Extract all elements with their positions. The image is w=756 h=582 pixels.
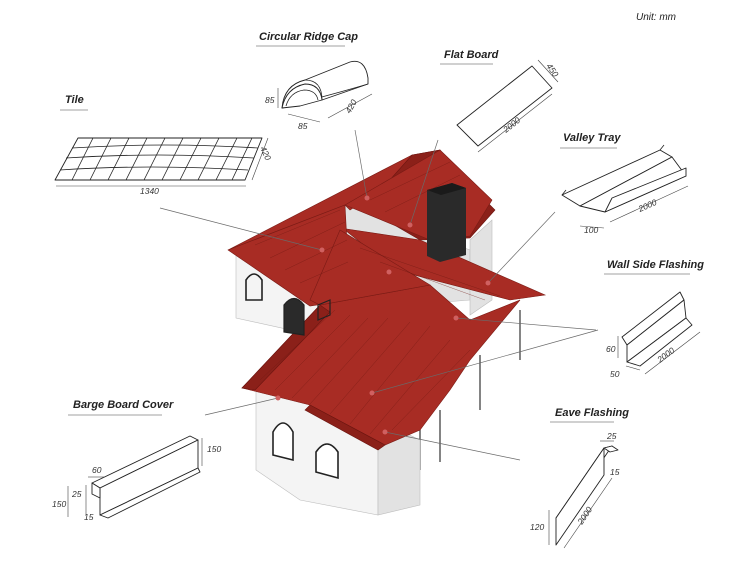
door [283,297,305,336]
dim-width: 450 [544,61,560,79]
ridge-cap-icon [281,60,369,109]
tile-icon [54,137,263,181]
dim-height-top: 60 [606,344,616,354]
flat-board-icon [456,65,553,147]
dim-lip: 15 [610,467,620,477]
part-title: Eave Flashing [555,407,629,419]
dim-height: 150 [52,499,66,509]
dim-lip: 25 [71,489,82,499]
dim-length: 1340 [140,186,159,196]
part-title: Circular Ridge Cap [259,31,358,43]
house-illustration [227,149,547,516]
window [272,422,294,462]
part-valley-tray: Valley Tray 100 2000 [560,132,689,235]
dim-width: 100 [584,225,598,235]
part-ridge-cap: Circular Ridge Cap 85 85 420 [256,31,373,131]
dim-height: 85 [265,95,275,105]
chimney-top [427,183,466,195]
part-title: Tile [65,94,84,106]
dim-top-width: 60 [92,465,102,475]
window [245,273,263,301]
dim-bottom-lip: 15 [84,512,94,522]
part-eave-flashing: Eave Flashing 25 15 120 2000 [530,407,629,549]
leader-lines [159,129,599,461]
eave-flashing-icon [555,445,619,546]
part-flat-board: Flat Board 450 2000 [440,49,561,153]
chimney [427,183,466,262]
dim-width: 420 [258,145,273,162]
part-title: Flat Board [444,49,499,61]
wall-flashing-icon [621,291,693,367]
valley-tray-icon [561,144,687,213]
dim-length: 2000 [636,197,659,214]
front-roof-eave [304,404,386,451]
unit-label: Unit: mm [636,12,676,23]
window [315,443,339,480]
dim-width: 85 [298,121,308,131]
dim-height-bottom: 50 [610,369,620,379]
part-tile: Tile 1340 420 [54,94,273,196]
part-wall-flashing: Wall Side Flashing 60 50 2000 [604,259,704,379]
window [317,299,331,321]
junction-roof [309,229,431,306]
part-title: Wall Side Flashing [607,259,704,271]
dim-top: 25 [606,431,617,441]
barge-board-icon [91,435,201,519]
part-title: Barge Board Cover [73,399,174,411]
dim-length: 420 [343,97,359,115]
part-title: Valley Tray [563,132,621,144]
dim-height: 120 [530,522,544,532]
dim-height-right: 150 [207,444,221,454]
tile-texture [254,161,501,435]
part-barge-board: Barge Board Cover 60 25 150 15 150 [52,399,221,522]
